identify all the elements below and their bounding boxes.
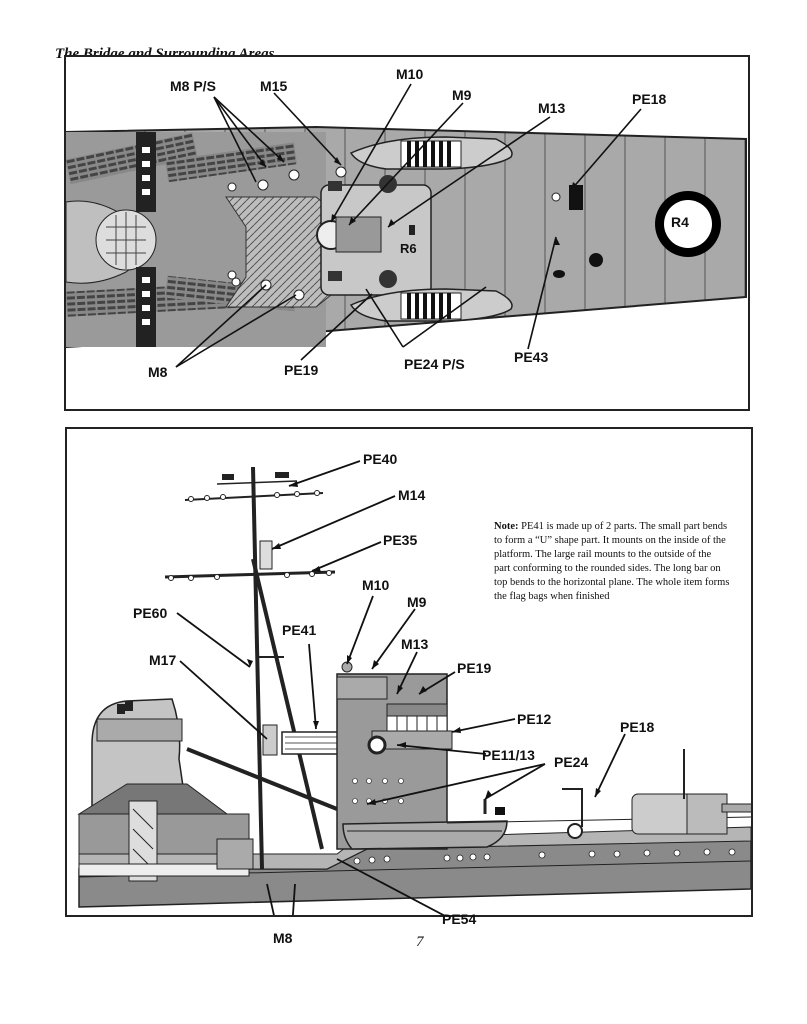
label-m8-side: M8 xyxy=(273,930,293,946)
top-view-diagram: M8 P/S M15 M10 M9 M13 PE18 R4 R6 M8 PE19… xyxy=(64,55,750,411)
note-body: PE41 is made up of 2 parts. The small pa… xyxy=(494,521,730,602)
top-view-drawing xyxy=(66,83,747,368)
label-pe19: PE19 xyxy=(457,660,492,676)
side-view-drawing xyxy=(77,460,751,915)
label-pe24-ps: PE24 P/S xyxy=(404,356,465,372)
label-pe12: PE12 xyxy=(517,711,552,727)
label-m14: M14 xyxy=(398,487,426,503)
label-m15: M15 xyxy=(260,78,288,94)
label-m17: M17 xyxy=(149,652,177,668)
label-pe40: PE40 xyxy=(363,451,398,467)
label-pe60: PE60 xyxy=(133,605,168,621)
label-m13: M13 xyxy=(401,636,429,652)
label-r4: R4 xyxy=(671,214,689,230)
label-pe18: PE18 xyxy=(620,719,655,735)
label-pe43: PE43 xyxy=(514,349,549,365)
page-number: 7 xyxy=(416,934,424,950)
label-m9: M9 xyxy=(452,87,472,103)
label-m10: M10 xyxy=(362,577,390,593)
label-m13: M13 xyxy=(538,100,566,116)
label-m8-ps: M8 P/S xyxy=(170,78,216,94)
label-pe19: PE19 xyxy=(284,362,319,378)
label-pe18: PE18 xyxy=(632,91,667,107)
label-m10: M10 xyxy=(396,66,424,82)
note-heading: Note: xyxy=(494,521,519,532)
assembly-note: Note: PE41 is made up of 2 parts. The sm… xyxy=(494,520,730,604)
label-pe11-13: PE11/13 xyxy=(482,747,535,763)
label-m8: M8 xyxy=(148,364,168,380)
label-pe24: PE24 xyxy=(554,754,589,770)
label-pe35: PE35 xyxy=(383,532,418,548)
label-r6: R6 xyxy=(400,241,417,256)
label-pe41: PE41 xyxy=(282,622,317,638)
side-view-diagram: PE40 M14 PE35 PE60 M10 M9 PE41 M17 M13 P… xyxy=(65,427,753,917)
label-m9: M9 xyxy=(407,594,427,610)
label-pe54: PE54 xyxy=(442,911,477,927)
